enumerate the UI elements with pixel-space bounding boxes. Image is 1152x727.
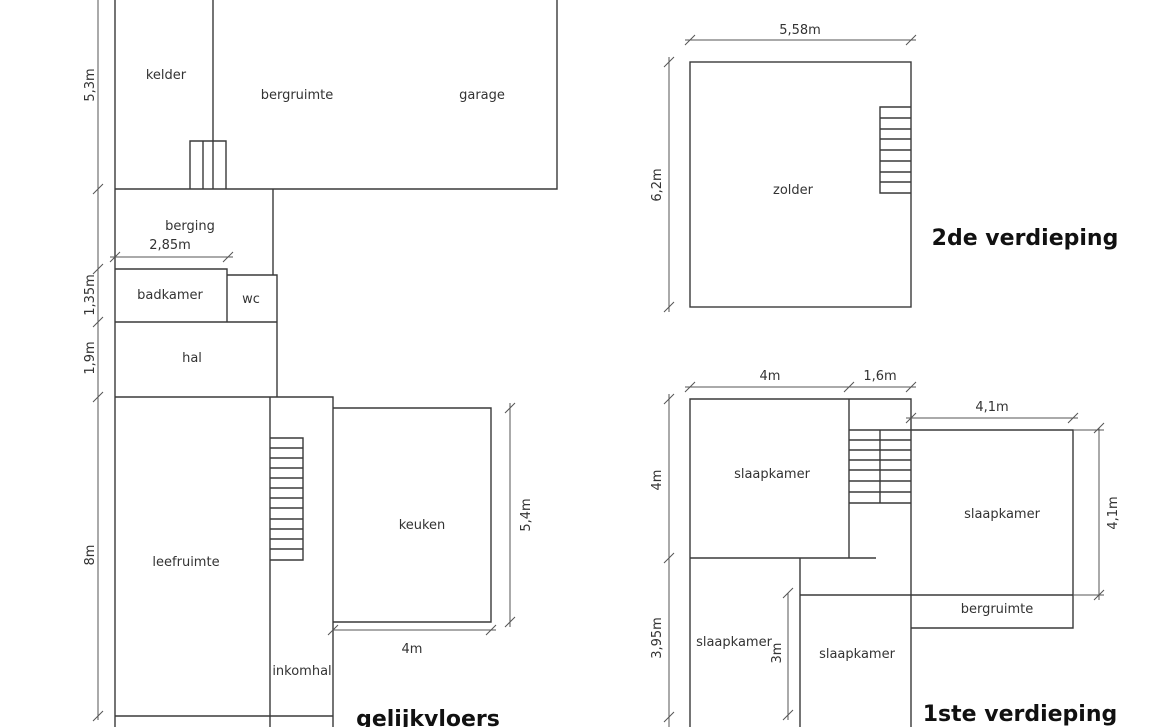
room-badkamer: badkamer	[137, 288, 203, 303]
room-hal: hal	[182, 351, 202, 366]
dim-slaapkamer-width: 4m	[760, 369, 781, 384]
dim-middle-height: 3m	[770, 643, 785, 664]
dim-right-width: 4,1m	[975, 400, 1008, 415]
basement-stairs	[189, 140, 227, 189]
room-slaapkamer-1: slaapkamer	[734, 467, 810, 482]
dim-leefruimte-height: 8m	[83, 545, 98, 566]
room-wc: wc	[242, 292, 260, 307]
room-slaapkamer-3: slaapkamer	[696, 635, 772, 650]
attic-stairs	[879, 106, 911, 194]
first-floor-title: 1ste verdieping	[923, 702, 1118, 727]
dim-zolder-height: 6,2m	[650, 168, 665, 201]
dim-top-height: 4m	[650, 470, 665, 491]
room-leefruimte: leefruimte	[152, 555, 219, 570]
dim-stair-width: 1,6m	[863, 369, 896, 384]
dim-bottom-height: 3,95m	[650, 617, 665, 659]
first-floor-stairs	[849, 429, 911, 504]
second-floor-title: 2de verdieping	[932, 226, 1119, 251]
room-berging: berging	[165, 219, 215, 234]
dim-badkamer-width: 2,85m	[149, 238, 191, 253]
room-inkomhal: inkomhal	[272, 664, 331, 679]
room-garage: garage	[459, 88, 505, 103]
room-slaapkamer-4: slaapkamer	[819, 647, 895, 662]
room-zolder: zolder	[773, 183, 814, 198]
first-floor-plan: 4m 1,6m 4,1m 4,1m 4m 3,95m 3m slaapkamer…	[650, 369, 1121, 727]
dim-keuken-width: 4m	[402, 642, 423, 657]
dim-kelder-height: 5,3m	[83, 68, 98, 101]
room-slaapkamer-2: slaapkamer	[964, 507, 1040, 522]
ground-stairs	[270, 437, 304, 561]
room-bergruimte-1st: bergruimte	[961, 602, 1034, 617]
ground-floor-plan: kelder bergruimte garage berging badkame…	[83, 0, 558, 727]
dim-right-height: 4,1m	[1106, 496, 1121, 529]
room-kelder: kelder	[146, 68, 187, 83]
room-bergruimte: bergruimte	[261, 88, 334, 103]
dim-badkamer-height: 1,35m	[83, 274, 98, 316]
dim-hal-height: 1,9m	[83, 341, 98, 374]
second-floor-plan: 5,58m 6,2m zolder 2de verdieping	[650, 23, 1119, 313]
ground-floor-title: gelijkvloers	[356, 707, 500, 727]
dim-zolder-width: 5,58m	[779, 23, 821, 38]
dim-keuken-height: 5,4m	[519, 498, 534, 531]
room-keuken: keuken	[399, 518, 446, 533]
